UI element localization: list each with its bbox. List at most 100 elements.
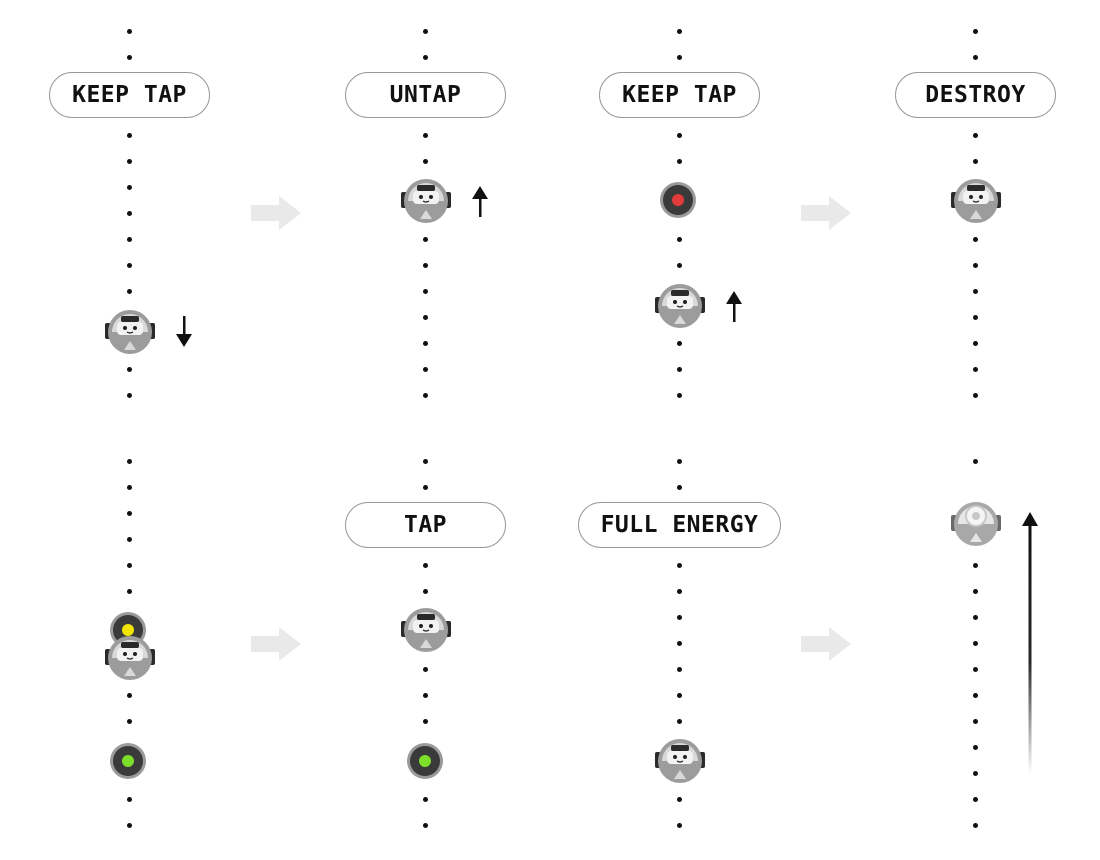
label-keep-tap-top-right: KEEP TAP [599,72,760,118]
label-text: UNTAP [389,82,462,108]
lane-dot [127,537,132,542]
lane-dot [423,289,428,294]
lane-dot [423,589,428,594]
lane-dot [677,693,682,698]
lane-dot [127,719,132,724]
node-red [660,182,696,218]
lane-dot [973,367,978,372]
robot-icon [950,178,1002,224]
step-arrow-icon [801,196,851,230]
label-text: KEEP TAP [622,82,737,108]
lane-dot [423,133,428,138]
lane-dot [677,263,682,268]
dotted-lane-top-3 [677,0,683,410]
lane-dot [677,667,682,672]
lane-dot [677,55,682,60]
lane-dot [973,563,978,568]
lane-dot [127,289,132,294]
lane-dot [423,693,428,698]
arrow-up-icon [472,186,488,217]
lane-dot [973,745,978,750]
node-green [110,743,146,779]
dotted-lane-bottom-3 [677,440,683,860]
lane-dot [423,29,428,34]
lane-dot [677,341,682,346]
lane-dot [423,237,428,242]
robot-icon [654,738,706,784]
lane-dot [973,289,978,294]
robot-icon [400,178,452,224]
lane-dot [127,133,132,138]
lane-dot [127,263,132,268]
lane-dot [677,797,682,802]
lane-dot [677,159,682,164]
lane-dot [127,823,132,828]
arrow-down-icon [176,316,192,347]
label-untap: UNTAP [345,72,506,118]
lane-dot [127,393,132,398]
lane-dot [423,159,428,164]
lane-dot [423,315,428,320]
lane-dot [423,485,428,490]
lane-dot [127,185,132,190]
lane-dot [677,459,682,464]
lane-dot [973,771,978,776]
step-arrow-icon [801,627,851,661]
label-text: TAP [403,512,448,538]
lane-dot [973,237,978,242]
lane-dot [127,211,132,216]
lane-dot [973,797,978,802]
lane-dot [677,485,682,490]
lane-dot [127,459,132,464]
lane-dot [127,55,132,60]
lane-dot [677,133,682,138]
lane-dot [677,237,682,242]
lane-dot [677,719,682,724]
dotted-lane-bottom-4 [973,440,979,860]
lane-dot [127,797,132,802]
step-arrow-icon [251,627,301,661]
dotted-lane-top-2 [423,0,429,410]
label-text: KEEP TAP [72,82,187,108]
lane-dot [973,159,978,164]
node-green [407,743,443,779]
lane-dot [423,563,428,568]
dotted-lane-top-4 [973,0,979,410]
dotted-lane-bottom-2 [423,440,429,860]
lane-dot [423,341,428,346]
lane-dot [973,641,978,646]
arrow-up-icon [726,291,742,322]
lane-dot [127,485,132,490]
lane-dot [423,719,428,724]
long-arrow-up-icon [1022,512,1038,774]
lane-dot [423,55,428,60]
lane-dot [677,641,682,646]
lane-dot [973,133,978,138]
lane-dot [127,29,132,34]
lane-dot [423,393,428,398]
lane-dot [677,823,682,828]
lane-dot [973,589,978,594]
lane-dot [423,667,428,672]
step-arrow-icon [251,196,301,230]
lane-dot [677,589,682,594]
lane-dot [973,719,978,724]
lane-dot [973,667,978,672]
robot-ghost-icon [951,502,1001,546]
lane-dot [677,393,682,398]
robot-icon [104,635,156,681]
lane-dot [423,823,428,828]
lane-dot [973,693,978,698]
lane-dot [973,823,978,828]
lane-dot [127,367,132,372]
label-full-energy: FULL ENERGY [578,502,781,548]
lane-dot [423,367,428,372]
lane-dot [973,459,978,464]
lane-dot [423,263,428,268]
lane-dot [973,615,978,620]
lane-dot [973,55,978,60]
robot-icon [654,283,706,329]
lane-dot [423,459,428,464]
lane-dot [973,393,978,398]
lane-dot [677,29,682,34]
